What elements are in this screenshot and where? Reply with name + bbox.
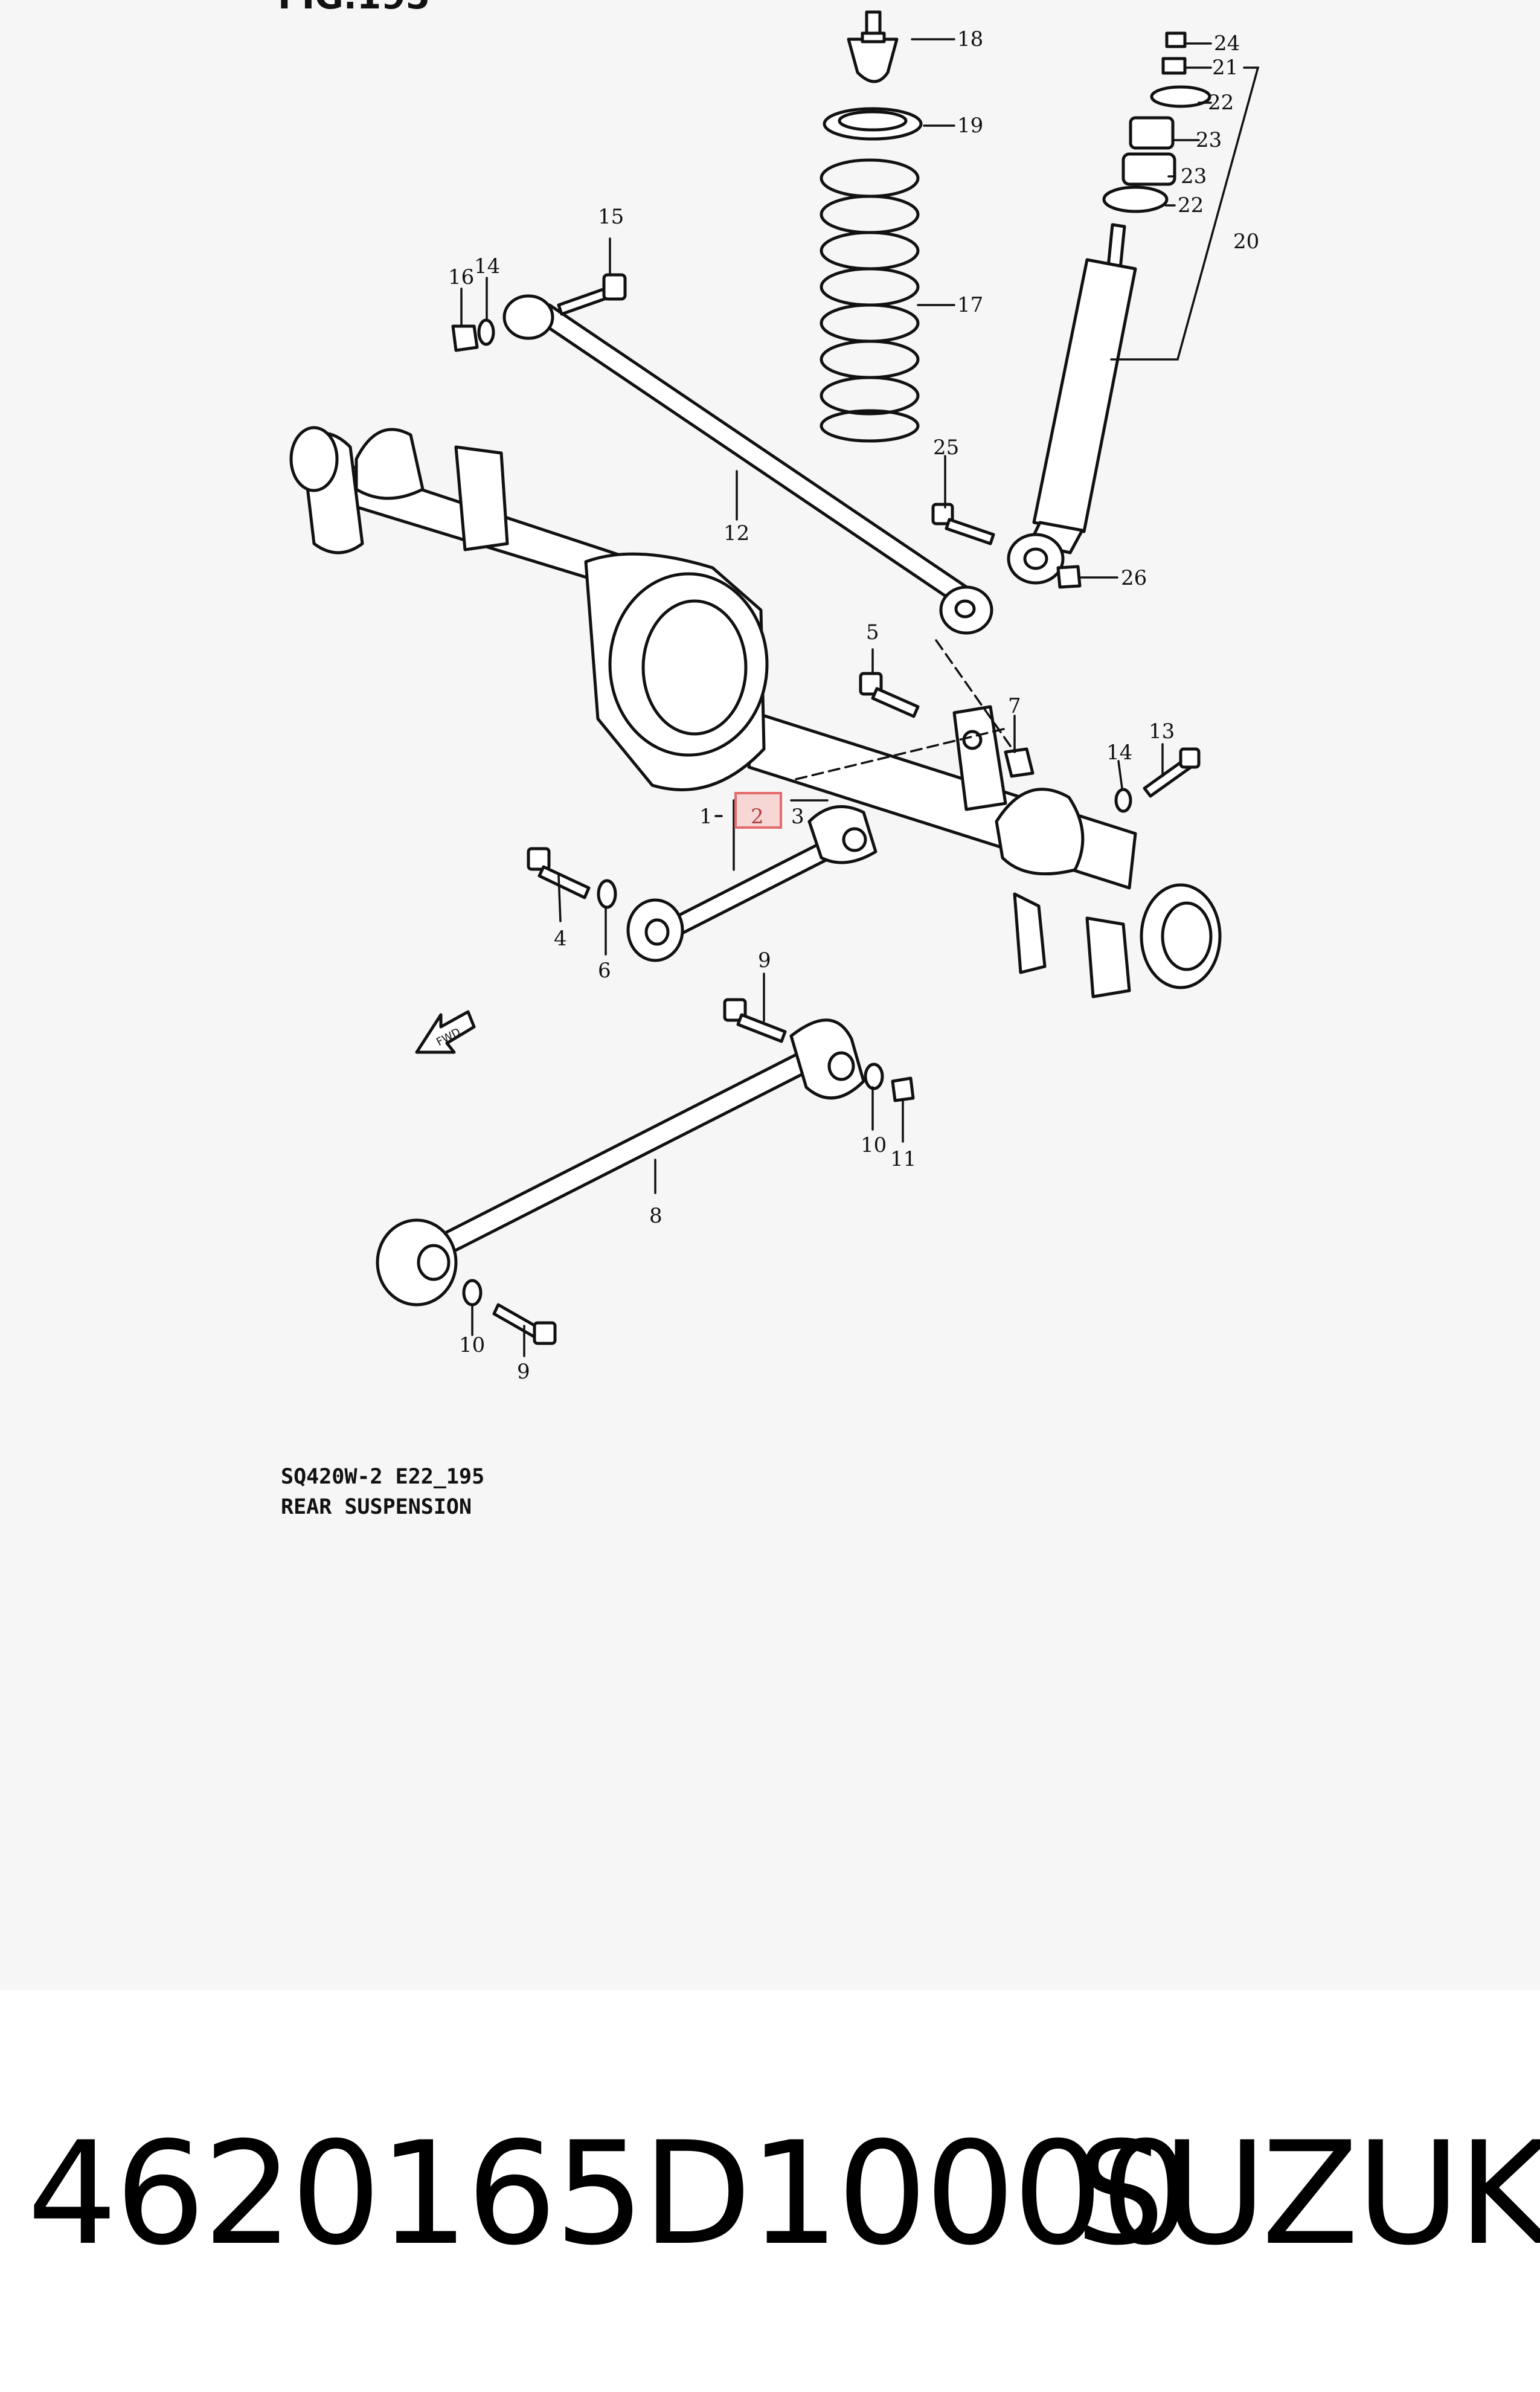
washer-10-nut-11 xyxy=(864,1063,915,1102)
callout-25: 25 xyxy=(933,436,959,460)
bolt-9-lower-washer-10 xyxy=(462,1279,557,1345)
callout-21: 21 xyxy=(1212,56,1238,80)
bolt-9-upper xyxy=(723,998,787,1043)
lower-arm-8 xyxy=(376,1018,865,1307)
callout-10-right: 10 xyxy=(861,1133,887,1157)
callout-23-top: 23 xyxy=(1196,128,1222,152)
callout-2: 2 xyxy=(751,805,764,829)
nut-7 xyxy=(1004,747,1035,778)
callout-24: 24 xyxy=(1214,31,1240,56)
figure-title: REAR SUSPENSION xyxy=(281,1495,472,1519)
rear-axle-housing xyxy=(289,426,1222,998)
callout-22-top: 22 xyxy=(1208,91,1234,115)
callout-13: 13 xyxy=(1149,719,1175,744)
bump-stop-18 xyxy=(847,10,899,83)
shock-hardware-stack xyxy=(1102,31,1211,213)
bolt-15 xyxy=(557,273,627,316)
shock-absorber-20 xyxy=(1007,223,1137,585)
bolt-5 xyxy=(859,672,920,718)
callout-17: 17 xyxy=(957,293,983,317)
callout-16: 16 xyxy=(448,265,474,289)
callout-3: 3 xyxy=(791,805,804,829)
figure-header: FIG.195 xyxy=(278,0,430,17)
callout-20: 20 xyxy=(1233,230,1259,254)
callout-14-right: 14 xyxy=(1106,741,1132,765)
callout-8: 8 xyxy=(649,1204,663,1228)
callout-14-top: 14 xyxy=(474,254,500,278)
brand-name: SUZUKI xyxy=(1075,2112,1540,2277)
leader-20 xyxy=(1110,66,1260,361)
callout-9-top: 9 xyxy=(758,948,771,973)
figure-code: SQ420W-2 E22_195 xyxy=(281,1465,485,1489)
callout-18: 18 xyxy=(957,27,983,51)
lateral-rod-12 xyxy=(502,294,993,635)
bolt-4 xyxy=(527,847,591,899)
callout-6: 6 xyxy=(598,959,611,983)
leader-lines xyxy=(460,38,1212,1357)
washer-6 xyxy=(597,879,617,909)
callout-11: 11 xyxy=(890,1147,916,1171)
callout-19: 19 xyxy=(957,114,983,138)
callout-22-bottom: 22 xyxy=(1178,193,1204,217)
callout-10-left: 10 xyxy=(459,1333,485,1357)
callout-9-bottom: 9 xyxy=(517,1360,530,1384)
upper-arm-1 xyxy=(626,805,877,962)
parts-diagram: FIG.195 xyxy=(278,0,1260,1519)
bolt-25-nut-26 xyxy=(931,503,1082,589)
nut-16 xyxy=(451,324,479,352)
callout-15: 15 xyxy=(598,205,624,229)
coil-spring-17 xyxy=(820,158,920,443)
bolt-13-washer-14 xyxy=(1114,747,1201,813)
washer-14-left xyxy=(477,318,495,346)
callout-23-bottom: 23 xyxy=(1181,164,1207,188)
callout-4: 4 xyxy=(554,927,567,951)
highlight-box-item-2 xyxy=(734,792,782,829)
fwd-arrow-icon: FWD xyxy=(415,1010,476,1054)
part-number: 4620165D10000 xyxy=(27,2112,1191,2277)
callout-1: 1 xyxy=(699,805,713,829)
spring-seat-19 xyxy=(823,107,923,141)
exploded-view-drawing: FIG.195 xyxy=(278,0,1260,1384)
callout-5: 5 xyxy=(866,620,879,645)
callout-7: 7 xyxy=(1008,694,1021,718)
callout-labels: 18 19 17 24 21 22 23 23 22 20 15 14 16 1… xyxy=(448,27,1259,1384)
callout-26: 26 xyxy=(1121,566,1147,590)
callout-12: 12 xyxy=(723,521,749,545)
